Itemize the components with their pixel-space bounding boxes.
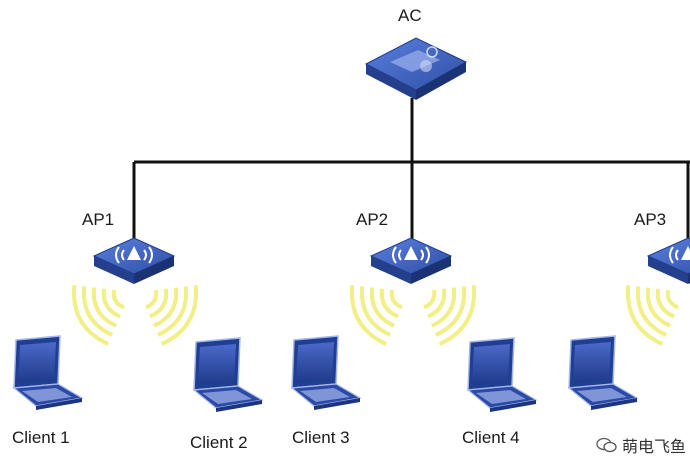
watermark-text: 萌电飞鱼 xyxy=(621,439,686,456)
client4-laptop-icon xyxy=(467,337,537,413)
client2-laptop-icon xyxy=(193,337,263,413)
client3-label: Client 3 xyxy=(292,428,350,447)
ap3-label: AP3 xyxy=(634,210,667,229)
client2-label: Client 2 xyxy=(190,433,248,452)
client5-laptop-icon xyxy=(568,335,638,411)
wechat-icon xyxy=(596,437,618,453)
ap2-icon xyxy=(370,237,452,285)
wifi-waves-ap3-left xyxy=(615,267,690,353)
client3-laptop-icon xyxy=(291,335,361,411)
wifi-waves-ap2-left xyxy=(339,267,416,353)
ac-controller-icon xyxy=(364,37,468,100)
wifi-waves-ap2-right xyxy=(410,267,487,353)
watermark: 萌电飞鱼 xyxy=(596,433,686,457)
wifi-waves-ap1-right xyxy=(132,267,209,353)
network-links xyxy=(132,98,690,240)
ac-label: AC xyxy=(398,6,422,25)
client1-laptop-icon xyxy=(13,335,83,411)
client4-label: Client 4 xyxy=(462,428,520,447)
ap2-label: AP2 xyxy=(356,210,389,229)
ap1-label: AP1 xyxy=(82,210,115,229)
ap1-icon xyxy=(93,237,175,285)
wifi-waves-ap1-left xyxy=(61,267,138,353)
ap3-icon xyxy=(647,237,690,285)
client1-label: Client 1 xyxy=(12,428,70,447)
